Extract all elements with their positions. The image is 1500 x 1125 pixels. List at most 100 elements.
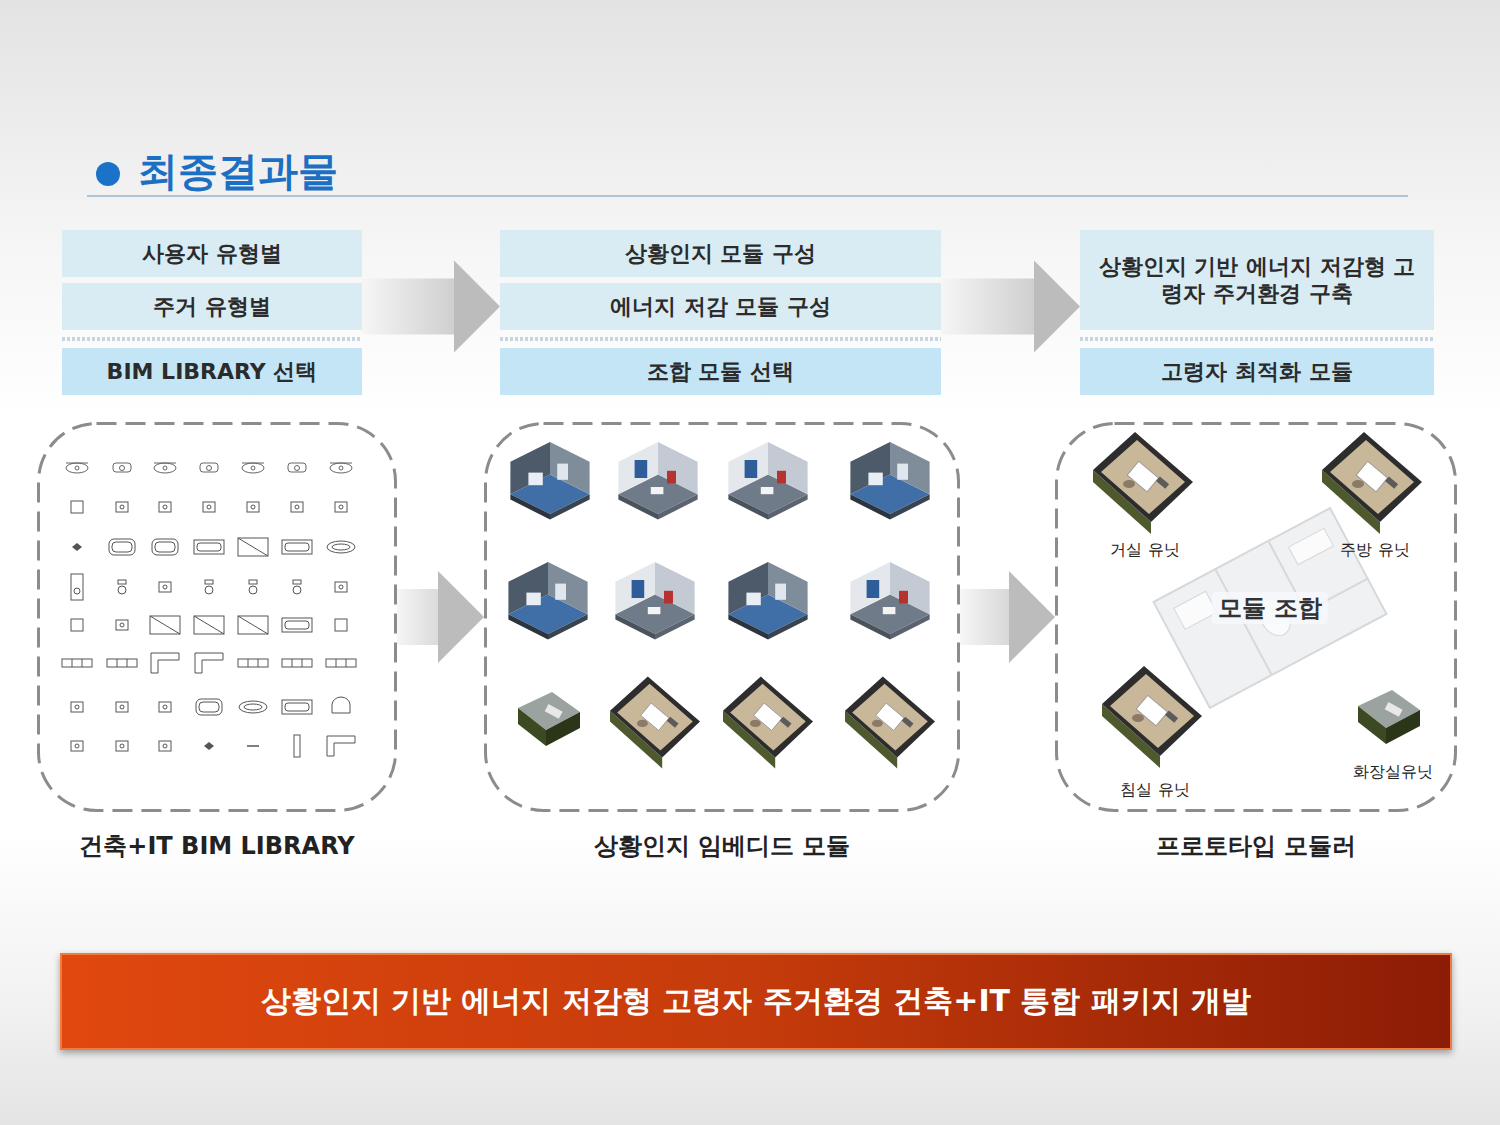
selection-box: 조합 모듈 선택 — [500, 348, 941, 395]
fixture-icon — [150, 616, 180, 634]
criteria-box: 주거 유형별 — [62, 283, 362, 330]
room-thumbnail — [510, 442, 589, 519]
box-text: 조합 모듈 선택 — [647, 358, 794, 386]
fixture-icon — [116, 502, 128, 512]
fixture-icon — [109, 539, 135, 555]
dotted-separator — [500, 337, 941, 341]
fixture-icon — [66, 463, 88, 473]
fixture-icon — [247, 746, 259, 747]
unit-label: 침실 유닛 — [1120, 780, 1189, 801]
room-thumbnail — [850, 562, 929, 639]
fixture-icon — [194, 540, 224, 554]
fixture-icon — [288, 463, 306, 472]
fixture-icon — [327, 736, 355, 756]
fixture-icon — [71, 702, 83, 712]
unit-thumbnails — [1093, 432, 1422, 768]
panel-caption: 건축+IT BIM LIBRARY — [7, 830, 427, 862]
fixture-icon — [71, 741, 83, 751]
panel-caption: 상황인지 임베디드 모듈 — [454, 830, 990, 862]
dashed-panel: 건축+IT BIM LIBRARY — [37, 422, 397, 812]
fixture-icon — [238, 538, 268, 556]
plan-furniture — [1289, 528, 1334, 564]
fixture-icon — [238, 616, 268, 634]
selection-box: 고령자 최적화 모듈 — [1080, 348, 1434, 395]
title-bullet — [96, 162, 120, 186]
fixture-icon — [205, 580, 213, 594]
room-thumbnail — [508, 562, 587, 639]
criteria-box: 사용자 유형별 — [62, 230, 362, 277]
kitchen-unit-thumbnail — [1322, 432, 1422, 534]
fixture-icon — [154, 463, 176, 473]
fixture-icon — [203, 502, 215, 512]
fixture-icon — [159, 741, 171, 751]
fixture-icon — [330, 463, 352, 473]
flow-arrow — [362, 279, 454, 335]
room-module-thumbnails — [508, 442, 935, 768]
fixture-icon — [159, 582, 171, 592]
fixture-icon — [249, 580, 257, 594]
fixture-icon — [239, 701, 267, 713]
fixture-icon — [194, 616, 224, 634]
fixture-icon — [152, 539, 178, 555]
fixture-icon — [159, 502, 171, 512]
dashed-panel: 상황인지 임베디드 모듈 — [484, 422, 960, 812]
box-text: 사용자 유형별 — [142, 240, 282, 268]
fixture-icon — [116, 702, 128, 712]
fixture-icon — [238, 659, 268, 667]
selection-box: BIM LIBRARY 선택 — [62, 348, 362, 395]
box-text: 주거 유형별 — [153, 293, 271, 321]
dotted-separator — [1080, 337, 1434, 341]
flow-arrow — [941, 279, 1034, 335]
plan-furniture — [1174, 591, 1217, 629]
dashed-border — [1057, 424, 1456, 811]
room-thumbnail — [850, 442, 929, 519]
fixture-icon — [72, 543, 82, 551]
fixture-icon — [332, 697, 350, 713]
fixture-icon — [71, 619, 83, 631]
fixture-icon — [151, 653, 179, 673]
combined-floor-plan — [1154, 508, 1387, 708]
room-thumbnail — [618, 442, 697, 519]
fixture-icon — [242, 463, 264, 473]
dotted-separator — [62, 337, 362, 341]
fixture-icon — [200, 463, 218, 472]
room-thumbnail — [518, 692, 580, 746]
panel-outline — [37, 422, 397, 812]
fixture-icon — [159, 702, 171, 712]
living-unit-thumbnail — [1093, 432, 1193, 534]
unit-label: 거실 유닛 — [1110, 540, 1179, 561]
room-thumbnail — [728, 442, 807, 519]
box-text: BIM LIBRARY 선택 — [107, 358, 318, 386]
fixture-icon — [327, 541, 355, 553]
dashed-border — [486, 424, 959, 811]
criteria-box: 에너지 저감 모듈 구성 — [500, 283, 941, 330]
fixture-icon — [294, 735, 300, 757]
dashed-border — [39, 424, 396, 811]
fixture-icon — [335, 619, 347, 631]
plan-outline — [1154, 508, 1387, 708]
page-title: 최종결과물 — [138, 144, 338, 198]
box-text: 상황인지 모듈 구성 — [625, 240, 816, 268]
fixture-icon — [282, 659, 312, 667]
fixture-icon — [107, 659, 137, 667]
bedroom-unit-thumbnail — [1102, 666, 1202, 768]
bim-icon-grid — [62, 463, 356, 757]
flow-arrow — [397, 589, 438, 645]
room-thumbnail — [723, 677, 813, 769]
room-thumbnail — [615, 562, 694, 639]
fixture-icon — [196, 699, 222, 715]
fixture-icon — [282, 540, 312, 554]
result-banner: 상황인지 기반 에너지 저감형 고령자 주거환경 건축+IT 통합 패키지 개발 — [60, 953, 1452, 1050]
fixture-icon — [282, 618, 312, 632]
fixture-icon — [116, 620, 128, 630]
box-text: 에너지 저감 모듈 구성 — [610, 293, 831, 321]
box-text: 상황인지 기반 에너지 저감형 고령자 주거환경 구축 — [1094, 253, 1420, 308]
fixture-icon — [116, 741, 128, 751]
fixture-icon — [113, 463, 131, 472]
fixture-icon — [247, 502, 259, 512]
room-thumbnail — [845, 677, 935, 769]
room-thumbnail — [610, 677, 700, 769]
fixture-icon — [195, 653, 223, 673]
title-rule — [87, 195, 1408, 196]
